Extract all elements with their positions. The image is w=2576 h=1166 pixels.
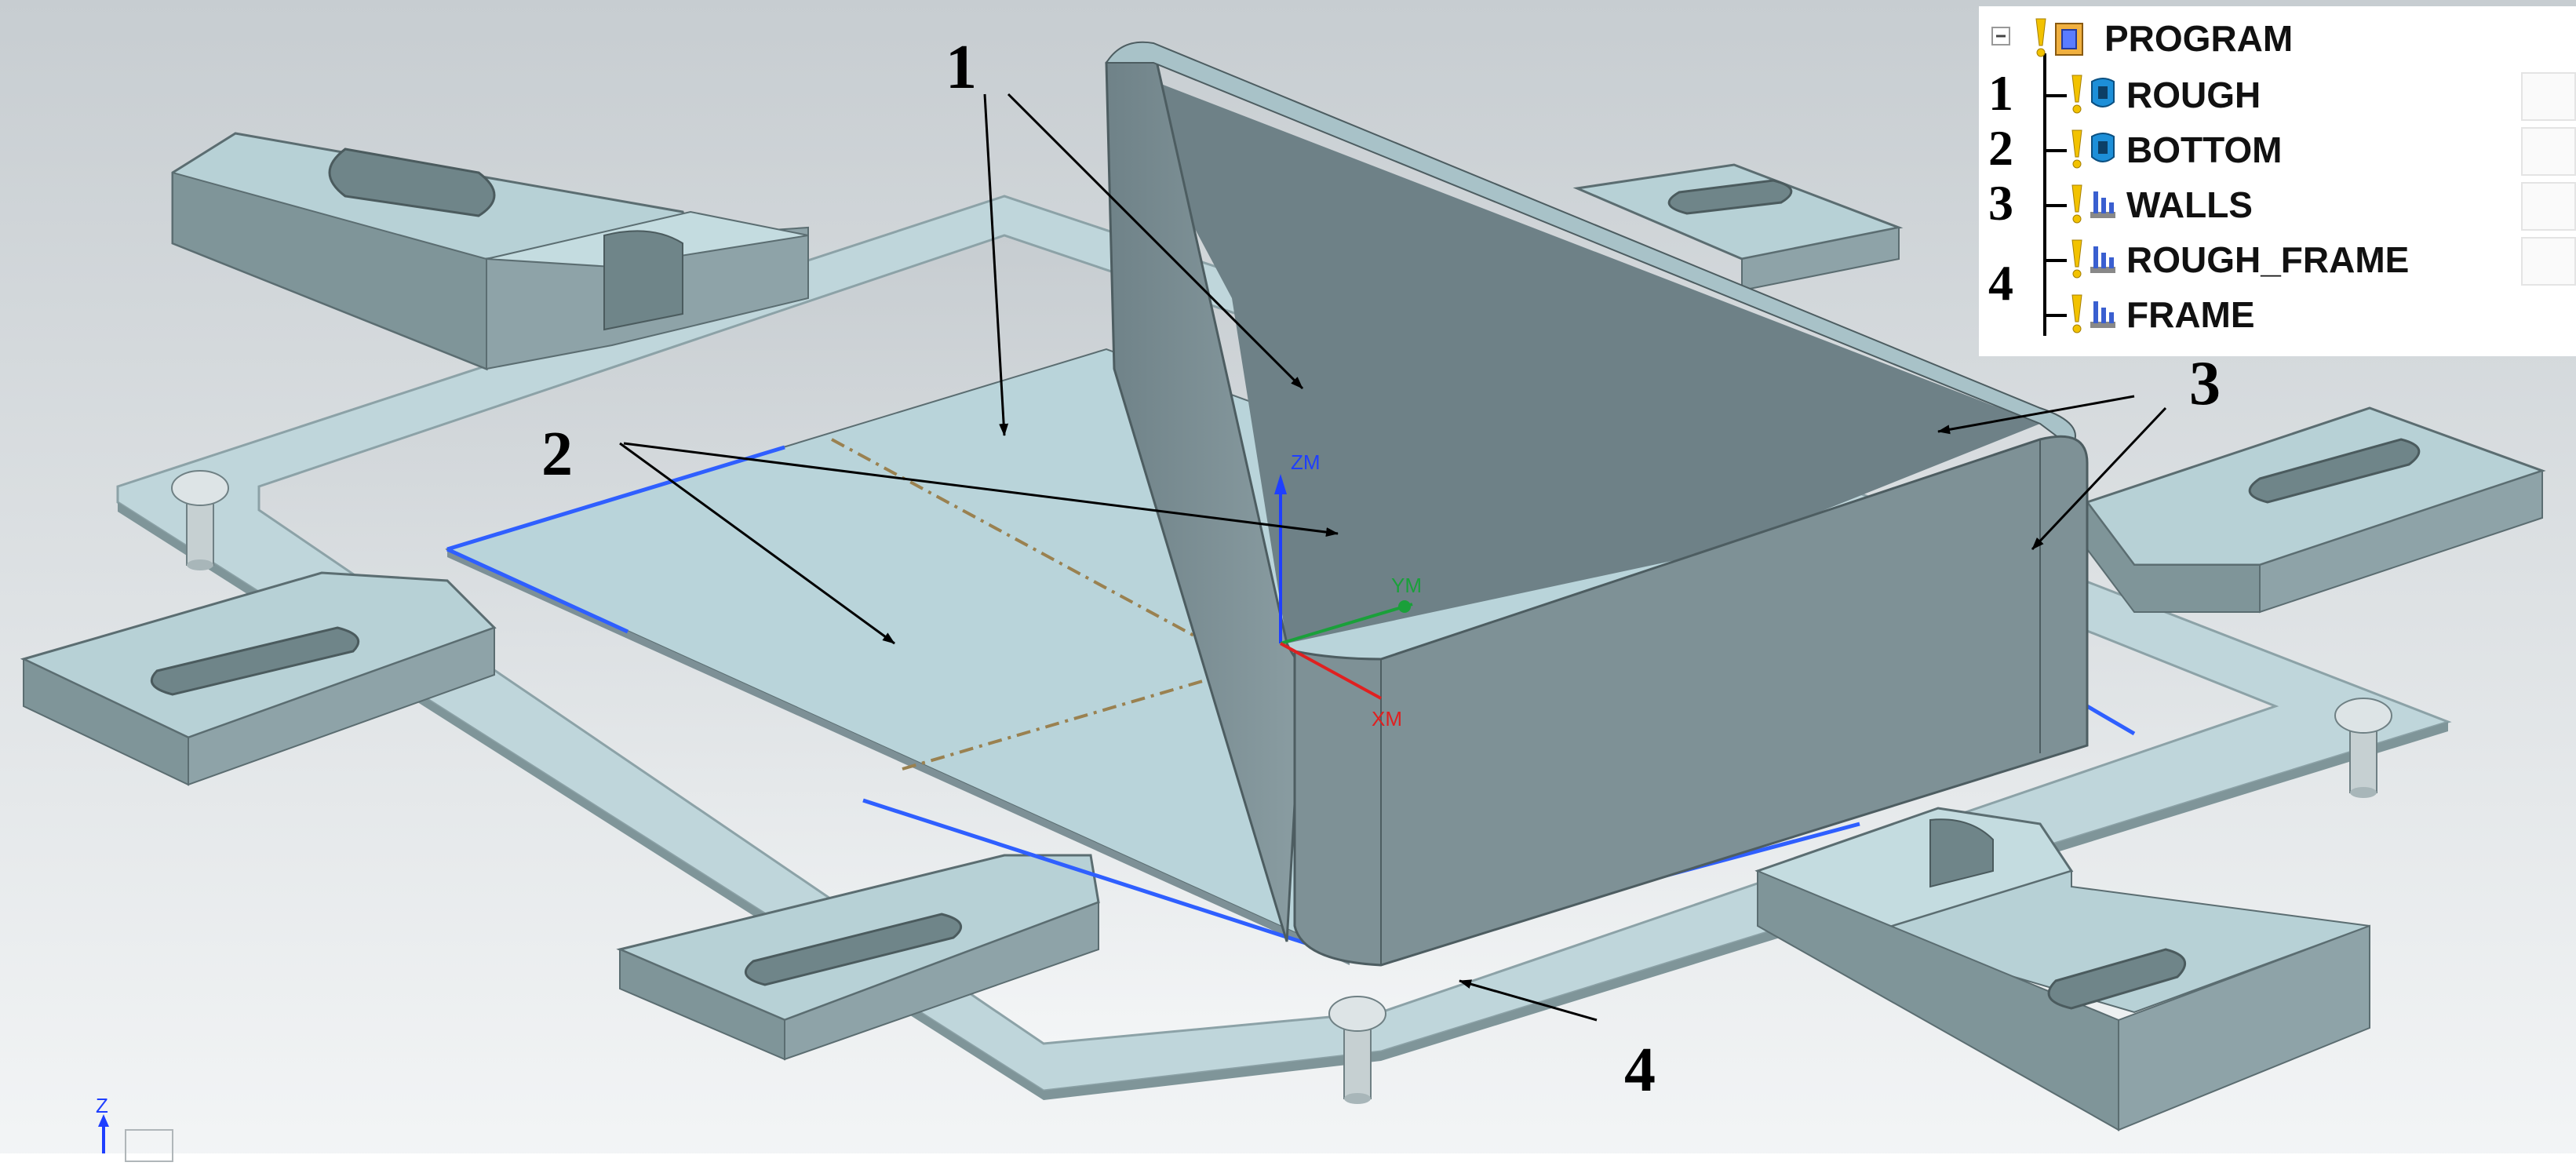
exclamation-warning-icon xyxy=(2071,75,2082,114)
exclamation-warning-icon xyxy=(2071,129,2082,169)
nav-label-bottom: BOTTOM xyxy=(2126,129,2283,170)
exclamation-warning-icon xyxy=(2035,18,2046,57)
nav-status-cell xyxy=(2521,237,2576,286)
callout-2: 2 xyxy=(541,420,573,489)
nav-status-cell xyxy=(2521,127,2576,176)
callout-arrows xyxy=(619,93,2167,1022)
part-walls[interactable] xyxy=(1105,41,2089,967)
cavity-mill-icon xyxy=(2091,133,2115,162)
nav-number: 4 xyxy=(1988,255,2013,311)
clamp-top-left[interactable] xyxy=(171,132,809,371)
minus-icon[interactable] xyxy=(1991,27,2010,46)
exclamation-warning-icon xyxy=(2071,184,2082,224)
wcs-triad[interactable]: ZM YM XM xyxy=(1274,450,1422,731)
nav-row-program[interactable]: PROGRAM xyxy=(1979,13,2576,66)
clamp-top-right[interactable] xyxy=(1572,163,1904,292)
callout-1: 1 xyxy=(946,33,977,102)
view-triad-z-label: Z xyxy=(96,1094,108,1117)
nav-row-rough[interactable]: 1 ROUGH xyxy=(1979,65,2576,122)
nav-row-bottom[interactable]: 2 BOTTOM xyxy=(1979,120,2576,177)
nav-label-frame: FRAME xyxy=(2126,294,2255,335)
nav-label-walls: WALLS xyxy=(2126,184,2253,225)
nav-number: 2 xyxy=(1988,120,2013,176)
wcs-x-label: XM xyxy=(1372,707,1402,731)
operation-navigator[interactable]: PROGRAM 1 ROUGH 2 BOTTOM 3 xyxy=(1979,6,2576,356)
nav-status-cell xyxy=(2521,182,2576,231)
view-triad[interactable]: Z xyxy=(96,1094,173,1162)
callout-3: 3 xyxy=(2189,349,2221,418)
clamp-left[interactable] xyxy=(20,571,497,786)
nav-label-rough-frame: ROUGH_FRAME xyxy=(2126,239,2410,280)
wcs-z-label: ZM xyxy=(1291,450,1321,474)
clamp-bottom-right[interactable] xyxy=(1754,807,2370,1131)
wall-profile-icon xyxy=(2090,246,2115,273)
nav-number: 3 xyxy=(1988,175,2013,231)
wall-profile-icon xyxy=(2090,191,2115,218)
cavity-mill-icon xyxy=(2091,78,2115,107)
screw-left[interactable] xyxy=(171,470,229,570)
nav-label-program: PROGRAM xyxy=(2104,18,2294,59)
screw-right[interactable] xyxy=(2334,698,2392,798)
nav-row-rough-frame[interactable]: ROUGH_FRAME xyxy=(1979,234,2576,287)
wcs-y-label: YM xyxy=(1391,574,1422,597)
callout-4: 4 xyxy=(1624,1036,1656,1105)
nav-number: 1 xyxy=(1988,65,2013,121)
program-folder-icon xyxy=(2055,23,2083,56)
nav-status-cell xyxy=(2521,72,2576,121)
nav-row-frame[interactable]: 4 FRAME xyxy=(1979,255,2576,342)
clamp-right[interactable] xyxy=(2085,406,2546,614)
clamp-bottom-left[interactable] xyxy=(616,854,1100,1061)
nav-row-walls[interactable]: 3 WALLS xyxy=(1979,175,2576,232)
exclamation-warning-icon xyxy=(2071,294,2082,333)
nav-label-rough: ROUGH xyxy=(2126,75,2261,115)
screw-bottom[interactable] xyxy=(1328,996,1386,1104)
wall-profile-icon xyxy=(2090,301,2115,328)
exclamation-warning-icon xyxy=(2071,239,2082,279)
